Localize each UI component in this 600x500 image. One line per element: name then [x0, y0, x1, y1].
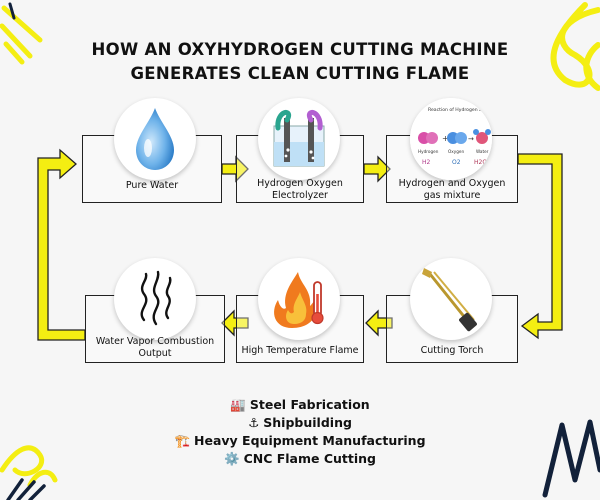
- label-torch: Cutting Torch: [420, 345, 484, 356]
- flame-image: [258, 258, 340, 340]
- applications-list: 🏭Steel Fabrication ⚓Shipbuilding 🏗️Heavy…: [0, 396, 600, 468]
- title-line-1: HOW AN OXYHYDROGEN CUTTING MACHINE: [91, 40, 509, 59]
- application-item: ⚓Shipbuilding: [248, 415, 352, 430]
- page-title: HOW AN OXYHYDROGEN CUTTING MACHINE GENER…: [0, 38, 600, 86]
- application-item: 🏗️Heavy Equipment Manufacturing: [174, 433, 426, 448]
- water-drop-image: [114, 98, 196, 180]
- cutting-torch-icon: [422, 268, 477, 332]
- arrow-electrolyzer-to-gas: [363, 155, 391, 183]
- reaction-heading-1: Reaction of Hydrogen and oxygen to water: [428, 107, 492, 113]
- label-flame: High Temperature Flame: [241, 345, 359, 356]
- steam-icon: [140, 270, 172, 326]
- doodle-top-left: [0, 5, 43, 65]
- hydrogen-molecule: [418, 132, 438, 144]
- reaction-arrow: →: [468, 135, 474, 143]
- molecule-reaction-icon: Reaction of Hydrogen and oxygen to water…: [410, 98, 492, 180]
- hydrogen-label: Hydrogen: [418, 149, 439, 154]
- arrow-vapor-to-water: [37, 148, 86, 341]
- electrolyzer-icon: [273, 110, 325, 167]
- vapor-image: [114, 258, 196, 340]
- doodle-bottom-left-dark: [6, 478, 46, 500]
- label-gas-mixture: Hydrogen and Oxygen gas mixture: [398, 178, 506, 201]
- water-drop-icon: [136, 108, 174, 170]
- label-vapor: Water Vapor Combustion Output: [95, 336, 215, 359]
- title-line-2: GENERATES CLEAN CUTTING FLAME: [130, 64, 470, 83]
- crane-icon: 🏗️: [174, 433, 191, 448]
- anchor-icon: ⚓: [248, 415, 260, 430]
- arrow-flame-to-vapor: [221, 309, 249, 337]
- water-label: Water: [476, 149, 489, 154]
- arrow-torch-to-flame: [365, 309, 393, 337]
- factory-icon: 🏭: [230, 397, 246, 412]
- doodle-bottom-right: [542, 419, 600, 498]
- oxygen-label: Oxygen: [448, 149, 464, 154]
- arrow-gas-to-torch: [517, 153, 563, 340]
- svg-text:Reaction of Hydrogen and oxyge: Reaction of Hydrogen and oxygen to water: [428, 107, 492, 113]
- label-pure-water: Pure Water: [125, 180, 179, 191]
- flame-thermometer-icon: [274, 272, 324, 328]
- application-item: 🏭Steel Fabrication: [230, 397, 370, 412]
- torch-image: [410, 258, 492, 340]
- reaction-card-image: Reaction of Hydrogen and oxygen to water…: [410, 98, 492, 180]
- h2o-formula: H2O: [474, 159, 487, 166]
- doodle-top-right: [550, 2, 600, 91]
- h2-formula: H2: [422, 159, 431, 166]
- label-electrolyzer: Hydrogen Oxygen Electrolyzer: [257, 178, 343, 201]
- doodle-top-left-dark: [8, 2, 16, 20]
- gear-icon: ⚙️: [223, 451, 240, 466]
- electrolyzer-image: [258, 98, 340, 180]
- application-item: ⚙️CNC Flame Cutting: [223, 451, 376, 466]
- oxygen-molecule: [447, 132, 467, 144]
- plus-sign: +: [442, 134, 449, 143]
- water-molecule: [473, 129, 491, 144]
- o2-formula: O2: [452, 159, 461, 166]
